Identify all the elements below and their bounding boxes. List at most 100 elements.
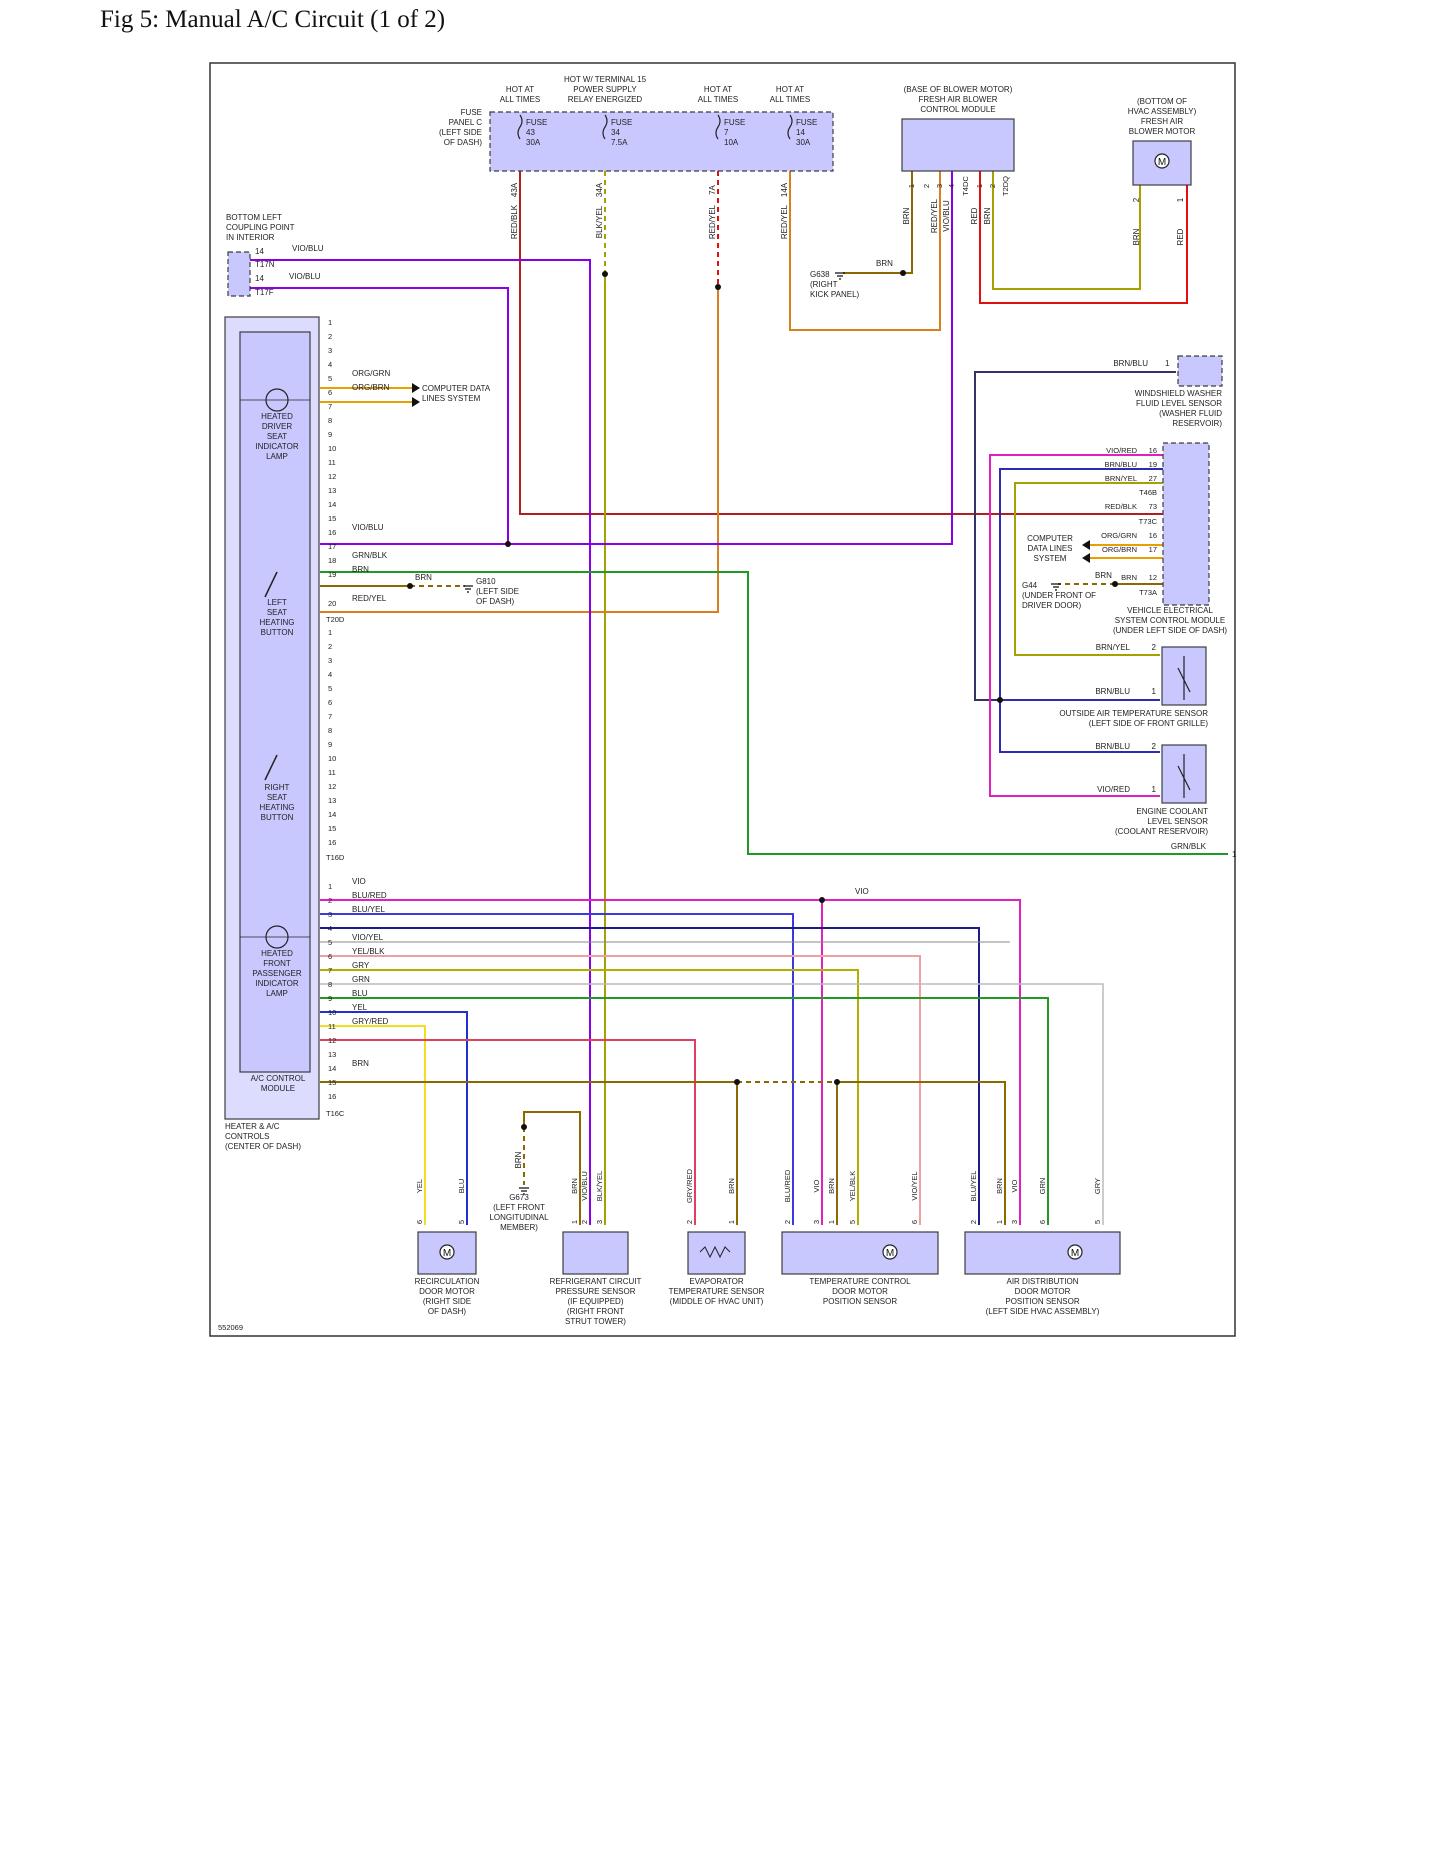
wire-label: SEAT xyxy=(267,608,287,617)
wire-label: HOT AT xyxy=(506,85,534,94)
wire-label: 1 xyxy=(995,1220,1004,1224)
wire-label: BRN/BLU xyxy=(1104,460,1137,469)
bottom-left-coupling-point xyxy=(227,251,251,297)
wire-label: 12 xyxy=(328,1036,336,1045)
wire-label: BRN xyxy=(1121,573,1137,582)
wire-label: (IF EQUIPPED) xyxy=(567,1297,623,1306)
wire-label: 5 xyxy=(457,1220,466,1224)
wire-label: VIO xyxy=(352,877,366,886)
wire-label: (LEFT SIDE xyxy=(476,587,519,596)
wire-label: ALL TIMES xyxy=(698,95,738,104)
wire-label: OF DASH) xyxy=(428,1307,467,1316)
wire-label: 15 xyxy=(328,1078,336,1087)
wire-label: 11 xyxy=(328,458,336,467)
wire-label: 73 xyxy=(1149,502,1157,511)
wire-label: 27 xyxy=(1149,474,1157,483)
wire-label: 6 xyxy=(328,388,332,397)
wire-label: T17N xyxy=(255,260,275,269)
temperature-component xyxy=(781,1231,939,1275)
wire-label: VIO xyxy=(855,887,869,896)
wire-label: 14 xyxy=(796,128,805,137)
wire-label: 1 xyxy=(1165,359,1170,368)
wire-label: BRN xyxy=(727,1178,736,1194)
wire-label: 10 xyxy=(328,444,336,453)
wire-label: BRN xyxy=(1132,228,1141,245)
evaporator-component xyxy=(687,1231,746,1275)
wire-label: 2 xyxy=(328,642,332,651)
wire-label: (LEFT SIDE HVAC ASSEMBLY) xyxy=(986,1307,1100,1316)
wire-label: INDICATOR xyxy=(255,979,298,988)
wire-label: LEFT xyxy=(267,598,287,607)
wire-label: (LEFT SIDE OF FRONT GRILLE) xyxy=(1089,719,1209,728)
blu-wire xyxy=(320,1011,468,1225)
wire-label: (BASE OF BLOWER MOTOR) xyxy=(904,85,1013,94)
ground-g638-icon xyxy=(835,272,845,280)
wire-label: AIR DISTRIBUTION xyxy=(1006,1277,1078,1286)
wire-label: 43 xyxy=(526,128,535,137)
fuse-icon xyxy=(517,114,523,140)
wire-label: 2 xyxy=(685,1220,694,1224)
brn-blu-vesc-wire xyxy=(999,468,1163,701)
windshield-washer-sensor xyxy=(1177,355,1223,387)
brn-motor-wire xyxy=(992,171,1141,290)
wire-label: 3 xyxy=(328,656,332,665)
wire-label: RESERVOIR) xyxy=(1172,419,1222,428)
wire-label: 17 xyxy=(328,542,336,551)
page-title: Fig 5: Manual A/C Circuit (1 of 2) xyxy=(100,6,446,33)
brn-g673-wire xyxy=(523,1111,581,1225)
wire-label: MEMBER) xyxy=(500,1223,538,1232)
wire-label: 2 xyxy=(1152,742,1157,751)
wire-label: T20D xyxy=(326,615,345,624)
wire-label: T4DC xyxy=(961,176,970,196)
level-sensor-icon xyxy=(1177,754,1191,798)
wire-label: GRN xyxy=(1038,1178,1047,1195)
red-yel-blower-wire xyxy=(789,171,941,331)
wire-label: 1 xyxy=(975,184,984,188)
wire-label: 6 xyxy=(328,952,332,961)
motor-letter: M xyxy=(443,1248,451,1259)
wire-label: VIO xyxy=(812,1179,821,1192)
fuse-panel-c xyxy=(489,111,834,172)
wire-label: 3 xyxy=(812,1220,821,1224)
wire-label: BRN/YEL xyxy=(1105,474,1137,483)
ac-control-module xyxy=(239,331,311,1073)
wire-label: LAMP xyxy=(266,989,288,998)
wire-label: FRONT xyxy=(263,959,291,968)
wire-label: 16 xyxy=(1149,446,1157,455)
gry-red-wire xyxy=(320,1039,696,1225)
wire-label: 1 xyxy=(328,882,332,891)
wire-label: 6 xyxy=(415,1220,424,1224)
motor-letter: M xyxy=(1071,1248,1079,1259)
wire-label: LINES SYSTEM xyxy=(422,394,481,403)
wire-label: (RIGHT SIDE xyxy=(423,1297,471,1306)
yel-blk-wire xyxy=(320,969,859,1225)
wire-label: T16C xyxy=(326,1109,345,1118)
wire-label: 16 xyxy=(1149,531,1157,540)
wire-label: 8 xyxy=(328,980,332,989)
wire-label: 2 xyxy=(783,1220,792,1224)
wire-label: INDICATOR xyxy=(255,442,298,451)
wire-label: FLUID LEVEL SENSOR xyxy=(1136,399,1222,408)
wire-label: ALL TIMES xyxy=(770,95,810,104)
wire-label: COMPUTER DATA xyxy=(422,384,491,393)
wire-label: 7.5A xyxy=(611,138,628,147)
wire-label: 4 xyxy=(328,670,332,679)
wire-label: FUSE xyxy=(526,118,547,127)
splice-dot xyxy=(819,897,825,903)
wire-label: YEL xyxy=(352,1003,368,1012)
wire-label: FRESH AIR xyxy=(1141,117,1183,126)
wire-label: 1 xyxy=(1152,785,1157,794)
vio-red-wire xyxy=(989,454,1163,797)
wire-label: 11 xyxy=(328,1022,336,1031)
wire-label: BRN xyxy=(415,573,432,582)
wire-label: COMPUTER xyxy=(1027,534,1073,543)
wire-label: 9 xyxy=(328,430,332,439)
air_distribution-component xyxy=(964,1231,1121,1275)
wire-label: GRY xyxy=(1093,1178,1102,1194)
wire-label: POSITION SENSOR xyxy=(1005,1297,1079,1306)
wire-label: VIO/BLU xyxy=(580,1171,589,1201)
wire-label: LEVEL SENSOR xyxy=(1147,817,1208,826)
wire-label: VIO/RED xyxy=(1097,785,1130,794)
wire-label: G810 xyxy=(476,577,496,586)
wire-label: COUPLING POINT xyxy=(226,223,295,232)
